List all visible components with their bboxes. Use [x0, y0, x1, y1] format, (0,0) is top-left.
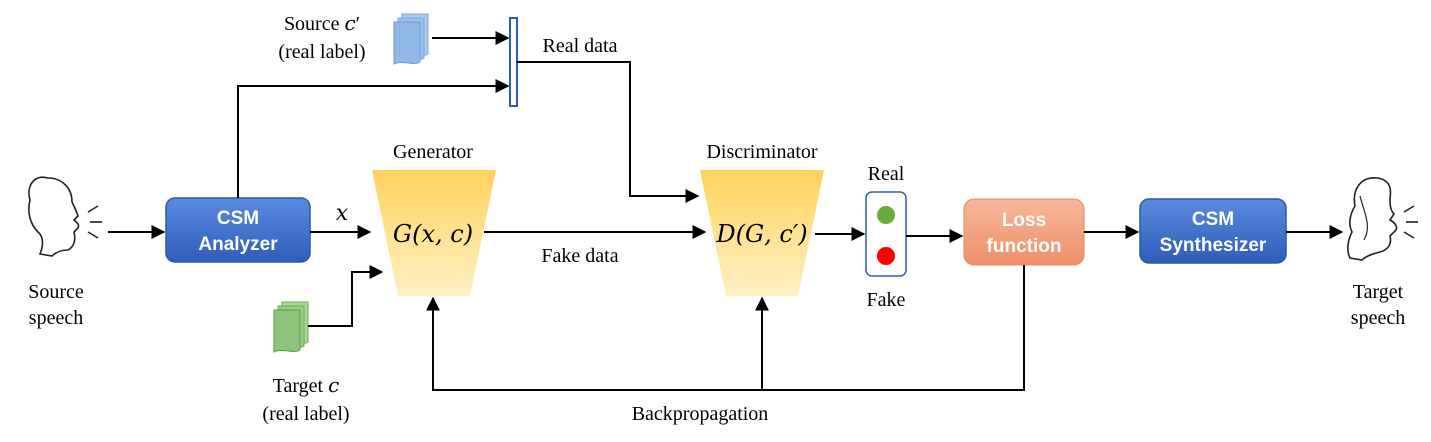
generator-function-label: 𝐺(𝑥, 𝑐) — [393, 220, 473, 248]
loss-function-label-line1: Loss — [1002, 210, 1046, 231]
arrow-analyzer-to-real-data — [237, 79, 510, 198]
target-c-label: Target 𝑐 — [273, 375, 340, 397]
real-data-label: Real data — [543, 35, 618, 57]
csm-analyzer-label-line1: CSM — [217, 208, 259, 229]
csm-synthesizer-label-line2: Synthesizer — [1160, 235, 1267, 256]
target-speech-label-line1: Target — [1353, 281, 1404, 303]
generator-title: Generator — [393, 141, 473, 163]
discriminator-title: Discriminator — [706, 141, 817, 163]
fake-indicator-dot — [877, 247, 895, 265]
discriminator-function-label: 𝐷(𝐺, 𝑐′) — [715, 220, 807, 248]
source-c-prime-label: Source 𝑐′ — [284, 13, 360, 35]
target-speech-label-line2: speech — [1351, 307, 1405, 329]
source-real-label-text: (real label) — [278, 41, 365, 63]
source-speech-label-line1: Source — [28, 281, 84, 303]
target-label-document-icon — [273, 301, 309, 353]
real-data-bar — [509, 17, 518, 107]
fake-data-label: Fake data — [541, 245, 618, 267]
connectors — [108, 31, 1344, 391]
target-real-label-text: (real label) — [262, 403, 349, 425]
x-feature-label: 𝑥 — [336, 201, 349, 226]
source-label-document-icon — [393, 13, 429, 65]
arrow-real-data-to-discriminator — [517, 61, 700, 203]
source-speaker-icon — [28, 176, 102, 257]
generator-block — [372, 170, 496, 296]
arrow-target-label-to-generator — [308, 265, 384, 327]
fake-output-label: Fake — [867, 289, 906, 311]
real-indicator-dot — [877, 206, 895, 224]
arrow-backprop-to-generator — [426, 265, 1025, 391]
discriminator-block — [700, 170, 824, 296]
loss-function-label-line2: function — [987, 236, 1062, 257]
source-speech-label-line2: speech — [29, 307, 83, 329]
real-output-label: Real — [868, 163, 905, 185]
csm-synthesizer-label-line1: CSM — [1192, 209, 1234, 230]
csm-analyzer-label-line2: Analyzer — [198, 234, 278, 255]
target-speaker-icon — [1347, 177, 1418, 261]
backpropagation-label: Backpropagation — [632, 403, 769, 425]
real-fake-indicator-box — [865, 191, 907, 277]
